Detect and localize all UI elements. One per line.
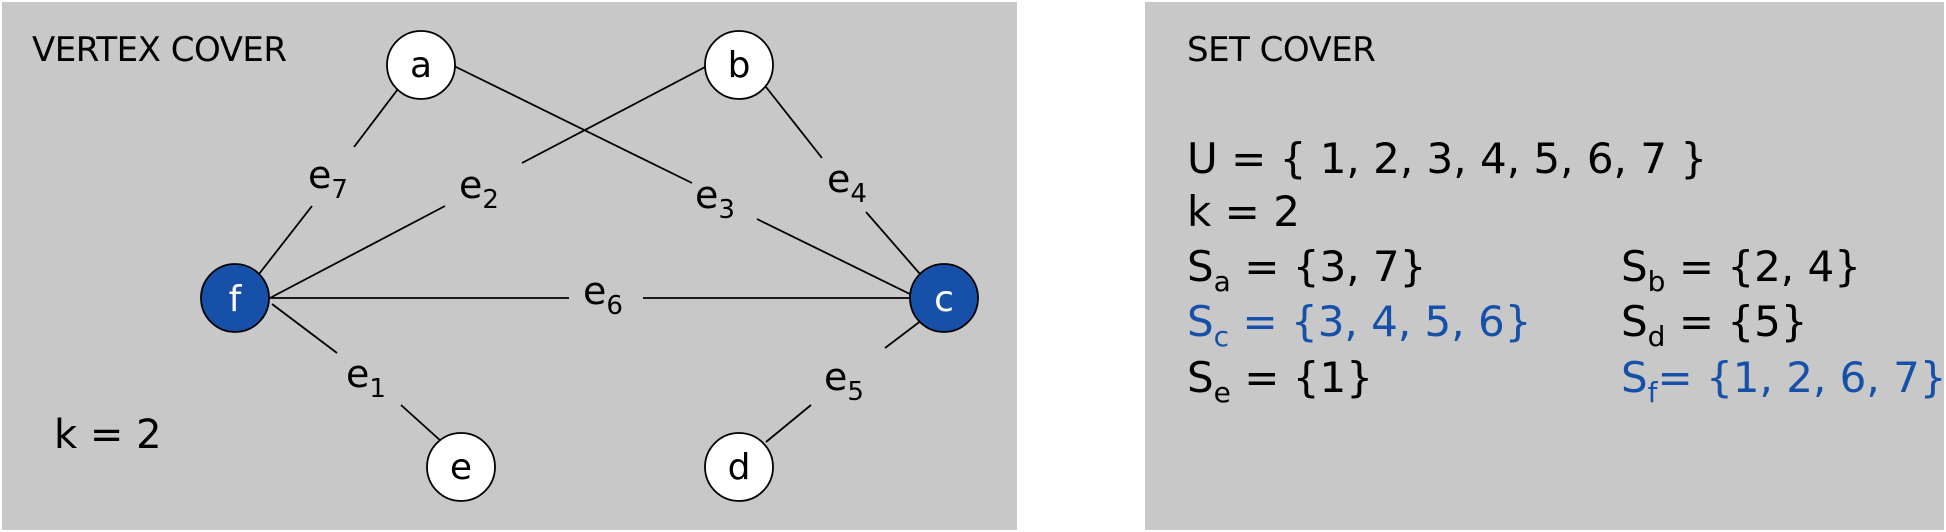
vertex-cover-k-label: k = 2	[54, 412, 162, 458]
set-cover-k-label: k = 2	[1187, 187, 1300, 236]
edge-label-e6: e6	[583, 269, 623, 321]
vertex-cover-title: VERTEX COVER	[32, 30, 287, 70]
set-s-b: Sb = {2, 4}	[1621, 242, 1861, 298]
edge-e5-segment	[884, 319, 923, 349]
set-s-e: Se = {1}	[1187, 353, 1373, 409]
set-s-c: Sc = {3, 4, 5, 6}	[1187, 297, 1532, 353]
svg-text:a: a	[410, 45, 432, 86]
svg-text:b: b	[728, 45, 751, 86]
svg-text:f: f	[229, 279, 243, 320]
node-f: f	[200, 263, 270, 333]
edge-label-e4: e4	[827, 157, 867, 209]
edge-e2-segment	[267, 205, 446, 300]
edge-e2-segment	[521, 65, 708, 164]
set-cover-title: SET COVER	[1187, 30, 1376, 70]
set-s-f: Sf= {1, 2, 6, 7}	[1621, 353, 1946, 409]
edge-label-e7: e7	[308, 153, 348, 205]
edge-label-e2: e2	[459, 163, 499, 215]
universe-line: U = { 1, 2, 3, 4, 5, 6, 7 }	[1187, 134, 1708, 183]
set-s-d: Sd = {5}	[1621, 297, 1808, 353]
edge-label-e3: e3	[695, 173, 735, 225]
node-d: d	[704, 432, 774, 502]
vertex-cover-panel: VERTEX COVER e7 e2 e3	[2, 2, 1017, 530]
edge-e5-segment	[765, 404, 812, 443]
vertex-cover-graph: e7 e2 e3 e4 e6 e1 e5 a b c d e f	[200, 30, 979, 502]
node-b: b	[704, 30, 774, 100]
svg-text:e: e	[450, 447, 472, 488]
node-c: c	[909, 263, 979, 333]
set-s-a: Sa = {3, 7}	[1187, 242, 1427, 298]
edge-e1-segment	[400, 404, 443, 443]
edge-e7-segment	[353, 88, 399, 148]
edge-label-e1: e1	[346, 352, 386, 404]
edge-e3-segment	[756, 218, 919, 299]
node-a: a	[386, 30, 456, 100]
edge-e7-segment	[258, 205, 313, 275]
edge-e3-segment	[453, 65, 693, 184]
svg-text:d: d	[728, 447, 751, 488]
edge-e1-segment	[271, 303, 338, 354]
edge-e4-segment	[765, 86, 823, 159]
set-cover-panel: SET COVER U = { 1, 2, 3, 4, 5, 6, 7 } k …	[1145, 2, 1946, 530]
svg-text:c: c	[934, 279, 954, 320]
node-e: e	[426, 432, 496, 502]
edge-e4-segment	[865, 211, 921, 275]
edge-label-e5: e5	[824, 355, 864, 407]
